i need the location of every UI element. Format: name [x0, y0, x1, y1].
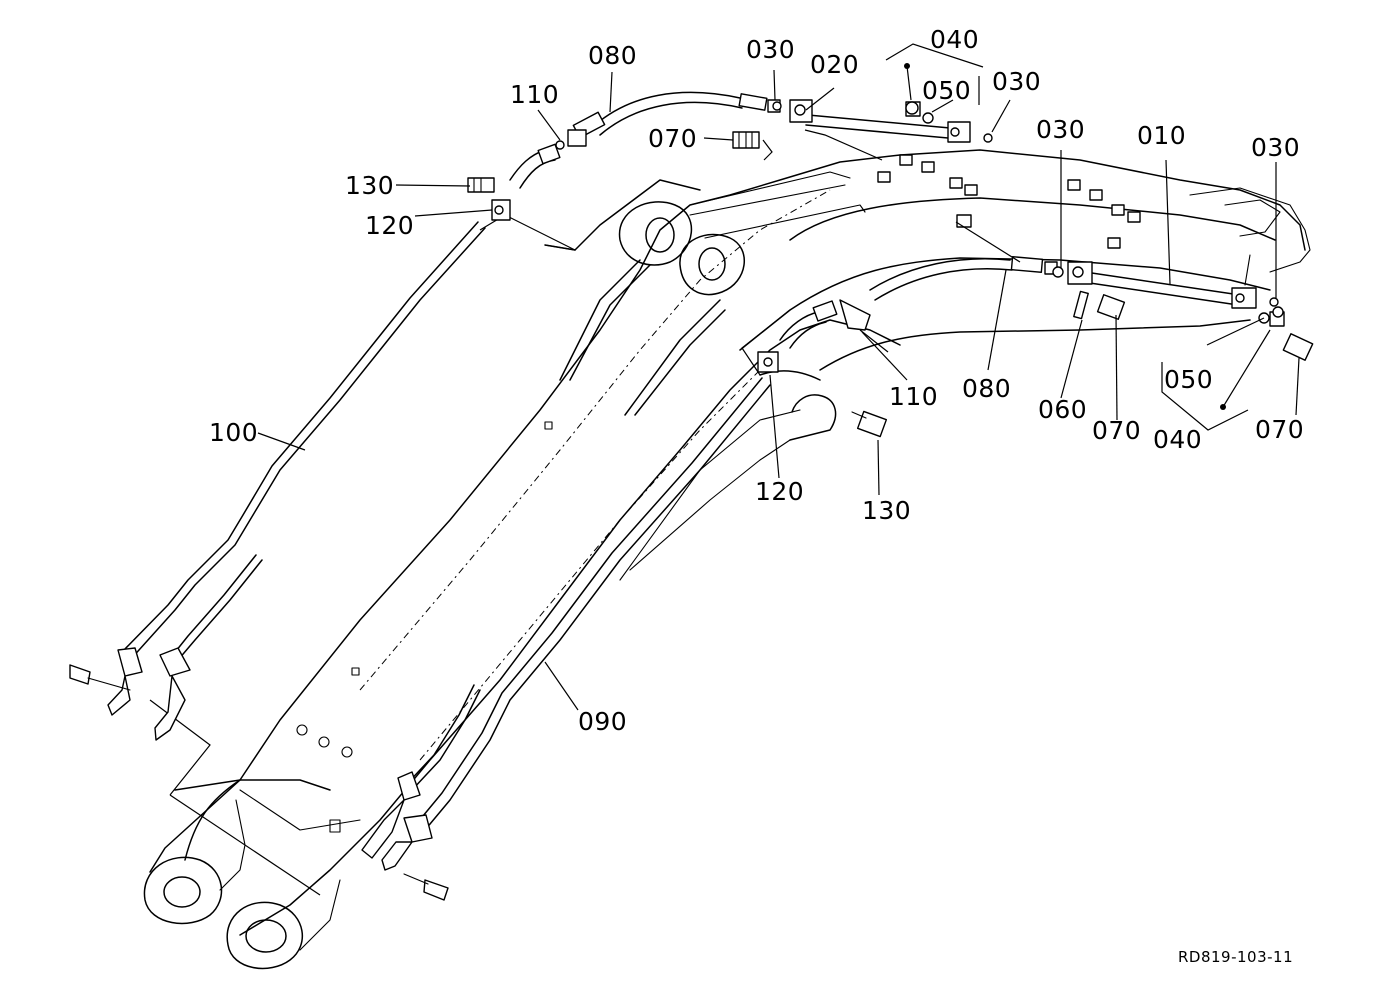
hose-080-top [572, 91, 768, 139]
pipe-100 [121, 221, 486, 661]
callout-labels: 080 030 020 040 050 030 110 070 130 120 … [209, 25, 1304, 736]
callout-030-topright: 030 [992, 67, 1041, 96]
callout-010: 010 [1137, 121, 1186, 150]
callout-090: 090 [578, 707, 627, 736]
callout-070-top: 070 [648, 124, 697, 153]
callout-070-mid: 070 [1092, 416, 1141, 445]
callout-120-mid: 120 [755, 477, 804, 506]
callout-050-bottom: 050 [1164, 365, 1213, 394]
callout-040-bottom: 040 [1153, 425, 1202, 454]
callout-030-top: 030 [746, 35, 795, 64]
callout-020: 020 [810, 50, 859, 79]
drawing-reference: RD819-103-11 [1178, 948, 1293, 966]
boom-body [143, 149, 1311, 970]
callout-130-left: 130 [345, 171, 394, 200]
callout-080-top: 080 [588, 41, 637, 70]
leader-lines [257, 43, 1300, 711]
callout-060: 060 [1038, 395, 1087, 424]
callout-120-left: 120 [365, 211, 414, 240]
pipe-090 [405, 377, 771, 831]
elbow-110-top [509, 143, 561, 189]
callout-040-top: 040 [930, 25, 979, 54]
hose-080-mid [869, 256, 1044, 301]
callout-100: 100 [209, 418, 258, 447]
callout-030-right: 030 [1251, 133, 1300, 162]
pipe-010 [1082, 271, 1241, 306]
callout-070-right: 070 [1255, 415, 1304, 444]
callout-130-mid: 130 [862, 496, 911, 525]
callout-110-mid: 110 [889, 382, 938, 411]
callout-030-mid: 030 [1036, 115, 1085, 144]
callout-050-top: 050 [922, 76, 971, 105]
callout-080-mid: 080 [962, 374, 1011, 403]
callout-110-top: 110 [510, 80, 559, 109]
pipe-020 [805, 114, 951, 139]
fittings [69, 99, 1314, 901]
elbow-110-mid [779, 299, 871, 349]
